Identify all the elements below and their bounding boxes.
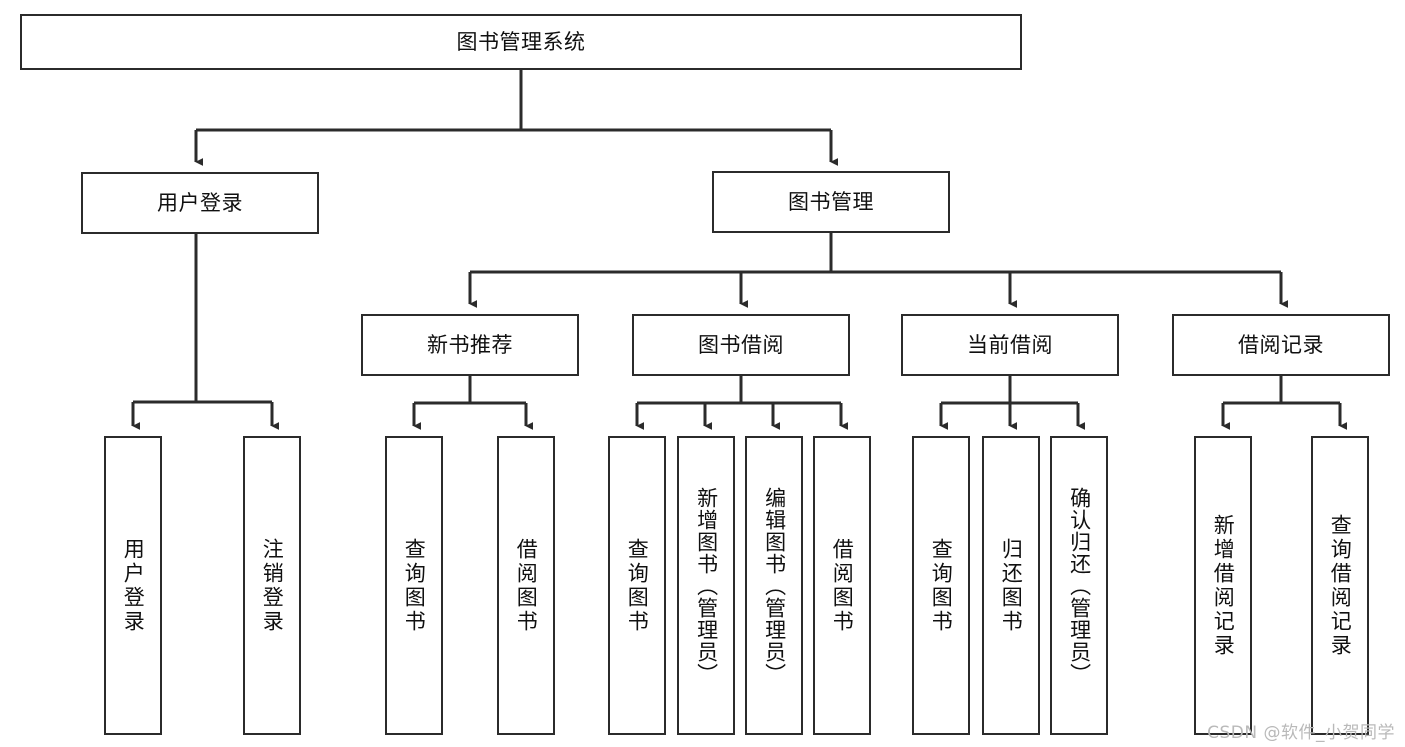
- leaf-user-logout[interactable]: 注销登录: [243, 436, 301, 735]
- node-user-login[interactable]: 用户登录: [81, 172, 319, 234]
- leaf-borrow-lend-book-label: 借阅图书: [830, 537, 855, 634]
- leaf-cur-query-book-label: 查询图书: [929, 537, 954, 634]
- node-user-login-label: 用户登录: [157, 190, 243, 215]
- leaf-user-login[interactable]: 用户登录: [104, 436, 162, 735]
- node-book-borrow-label: 图书借阅: [698, 332, 784, 357]
- node-borrow-record[interactable]: 借阅记录: [1172, 314, 1390, 376]
- node-root-label: 图书管理系统: [456, 29, 586, 54]
- leaf-user-logout-label: 注销登录: [260, 537, 285, 634]
- leaf-borrow-add-book[interactable]: 新增图书（管理员）: [677, 436, 735, 735]
- leaf-borrow-add-book-label: 新增图书（管理员）: [694, 486, 719, 685]
- leaf-borrow-edit-book[interactable]: 编辑图书（管理员）: [745, 436, 803, 735]
- node-current-borrow[interactable]: 当前借阅: [901, 314, 1119, 376]
- node-root[interactable]: 图书管理系统: [20, 14, 1022, 70]
- node-new-book-rec-label: 新书推荐: [427, 332, 513, 357]
- leaf-cur-confirm-return-label: 确认归还（管理员）: [1067, 486, 1092, 685]
- node-book-manage[interactable]: 图书管理: [712, 171, 950, 233]
- leaf-user-login-label: 用户登录: [121, 537, 146, 634]
- csdn-watermark: CSDN @软件_小贺同学: [1207, 723, 1395, 743]
- leaf-borrow-query-book[interactable]: 查询图书: [608, 436, 666, 735]
- leaf-cur-confirm-return[interactable]: 确认归还（管理员）: [1050, 436, 1108, 735]
- leaf-cur-query-book[interactable]: 查询图书: [912, 436, 970, 735]
- leaf-rec-borrow-book[interactable]: 借阅图书: [497, 436, 555, 735]
- node-book-manage-label: 图书管理: [788, 189, 874, 214]
- leaf-rec-borrow-book-label: 借阅图书: [514, 537, 539, 634]
- leaf-cur-return-book[interactable]: 归还图书: [982, 436, 1040, 735]
- leaf-rec-query-book[interactable]: 查询图书: [385, 436, 443, 735]
- node-borrow-record-label: 借阅记录: [1238, 332, 1324, 357]
- node-new-book-rec[interactable]: 新书推荐: [361, 314, 579, 376]
- leaf-borrow-edit-book-label: 编辑图书（管理员）: [762, 486, 787, 685]
- leaf-cur-return-book-label: 归还图书: [999, 537, 1024, 634]
- node-current-borrow-label: 当前借阅: [967, 332, 1053, 357]
- leaf-rec-query-book-label: 查询图书: [402, 537, 427, 634]
- leaf-record-add-label: 新增借阅记录: [1211, 513, 1236, 658]
- leaf-borrow-query-book-label: 查询图书: [625, 537, 650, 634]
- leaf-record-query[interactable]: 查询借阅记录: [1311, 436, 1369, 735]
- leaf-record-query-label: 查询借阅记录: [1328, 513, 1353, 658]
- node-book-borrow[interactable]: 图书借阅: [632, 314, 850, 376]
- leaf-record-add[interactable]: 新增借阅记录: [1194, 436, 1252, 735]
- leaf-borrow-lend-book[interactable]: 借阅图书: [813, 436, 871, 735]
